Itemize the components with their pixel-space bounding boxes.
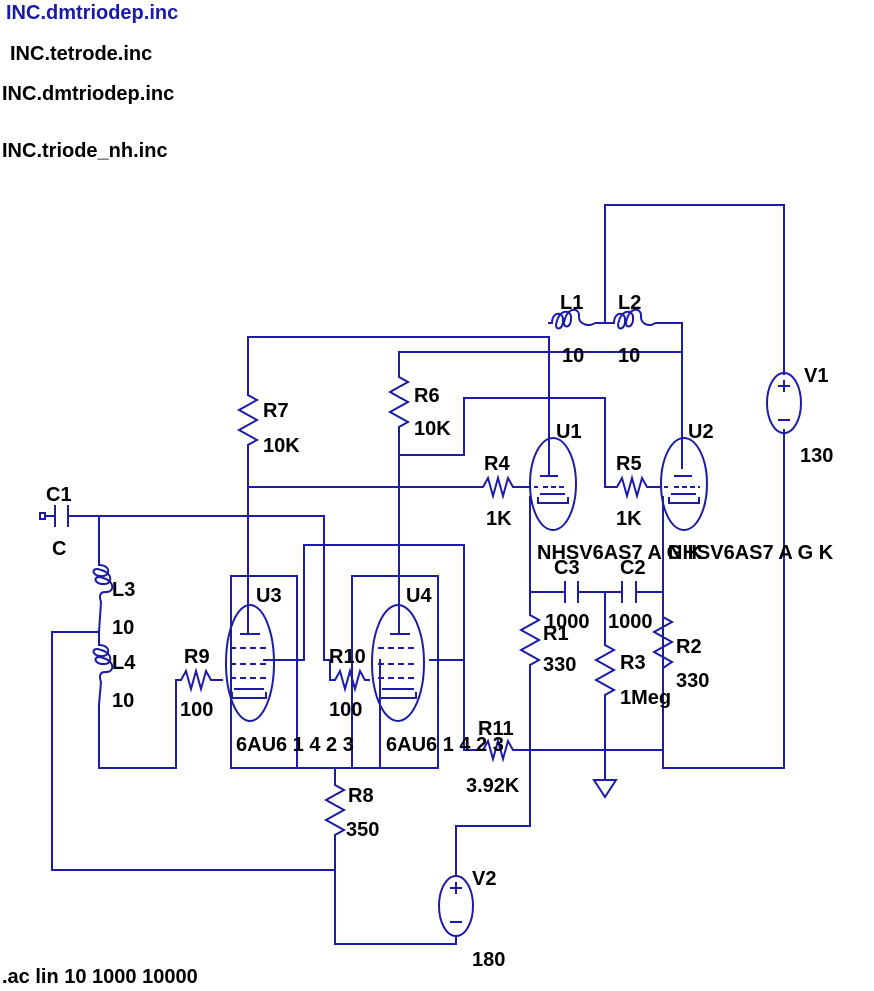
R6-ref-label: R6 [414,385,440,407]
V1-value-label: 130 [800,445,833,467]
R10-ref-label: R10 [329,646,366,668]
U4-model-label: 6AU6 1 4 2 3 [386,734,504,756]
C1-value-label: C [52,538,66,560]
V1-ref-label: V1 [804,365,828,387]
C3-ref-label: C3 [554,557,580,579]
R5-value-label: 1K [616,508,642,530]
R7-ref-label: R7 [263,400,289,422]
include-directive-triode-dep[interactable]: INC.dmtriodep.inc [2,83,175,105]
inductor-L2[interactable] [613,308,656,330]
L3-ref-label: L3 [112,579,135,601]
capacitor-C1[interactable] [39,505,69,527]
resistor-R10[interactable] [329,659,370,693]
resistor-R2[interactable] [651,612,675,678]
include-directive-triode-nh[interactable]: INC.triode_nh.inc [2,140,168,162]
vacuum-tube-U1[interactable] [529,437,577,531]
wires [44,204,785,945]
R9-value-label: 100 [180,699,213,721]
U4-ref-label: U4 [406,585,432,607]
resistor-R9[interactable] [176,667,216,693]
R8-value-label: 350 [346,819,379,841]
R4-ref-label: R4 [484,453,510,475]
resistor-R8[interactable] [323,779,347,845]
C3-value-label: 1000 [545,611,590,633]
capacitor-C2[interactable] [621,581,637,603]
R8-ref-label: R8 [348,785,374,807]
analysis-directive[interactable]: .ac lin 10 1000 10000 [2,966,198,988]
vacuum-tube-U3[interactable] [225,604,275,722]
U2-model-label: NHSV6AS7 A G K [668,542,834,564]
L4-value-label: 10 [112,690,134,712]
R6-value-label: 10K [414,418,451,440]
resistor-R4[interactable] [478,474,518,500]
L3-value-label: 10 [112,617,134,639]
U2-ref-label: U2 [688,421,714,443]
vacuum-tube-U4[interactable] [371,604,425,722]
R5-ref-label: R5 [616,453,642,475]
inductor-L4[interactable] [92,631,114,706]
C1-ref-label: C1 [46,484,72,506]
R3-ref-label: R3 [620,652,646,674]
ground-icon [592,779,618,799]
resistor-R1[interactable] [518,610,542,675]
R4-value-label: 1K [486,508,512,530]
R1-value-label: 330 [543,654,576,676]
V2-ref-label: V2 [472,868,496,890]
R1-ref-label: R1 [543,623,569,645]
include-directive-tetrode[interactable]: INC.tetrode.inc [10,43,153,65]
R11-value-label: 3.92K [466,775,520,797]
V2-value-label: 180 [472,949,505,971]
resistor-R5[interactable] [612,474,650,500]
R7-value-label: 10K [263,435,300,457]
R3-value-label: 1Meg [620,687,671,709]
U3-model-label: 6AU6 1 4 2 3 [236,734,354,756]
C2-value-label: 1000 [608,611,653,633]
R9-ref-label: R9 [184,646,210,668]
R11-ref-label: R11 [478,718,514,740]
voltage-source-V2[interactable] [438,875,474,937]
resistor-R11[interactable] [478,737,518,763]
L1-ref-label: L1 [560,292,583,314]
L2-value-label: 10 [618,345,640,367]
resistor-R7[interactable] [236,390,260,455]
inductor-L3[interactable] [92,564,114,633]
capacitor-C3[interactable] [564,581,579,603]
resistor-R3[interactable] [593,640,617,705]
C2-ref-label: C2 [620,557,646,579]
inductor-L1[interactable] [551,308,596,330]
R10-value-label: 100 [329,699,362,721]
L2-ref-label: L2 [618,292,641,314]
R2-ref-label: R2 [676,636,702,658]
U1-ref-label: U1 [556,421,582,443]
R2-value-label: 330 [676,670,709,692]
U3-ref-label: U3 [256,585,282,607]
include-directive-active[interactable]: INC.dmtriodep.inc [6,2,179,24]
L4-ref-label: L4 [112,652,136,674]
resistor-R6[interactable] [387,372,411,437]
vacuum-tube-U2[interactable] [660,437,708,531]
voltage-source-V1[interactable] [766,369,802,434]
U1-model-label: NHSV6AS7 A G K [537,542,703,564]
L1-value-label: 10 [562,345,584,367]
